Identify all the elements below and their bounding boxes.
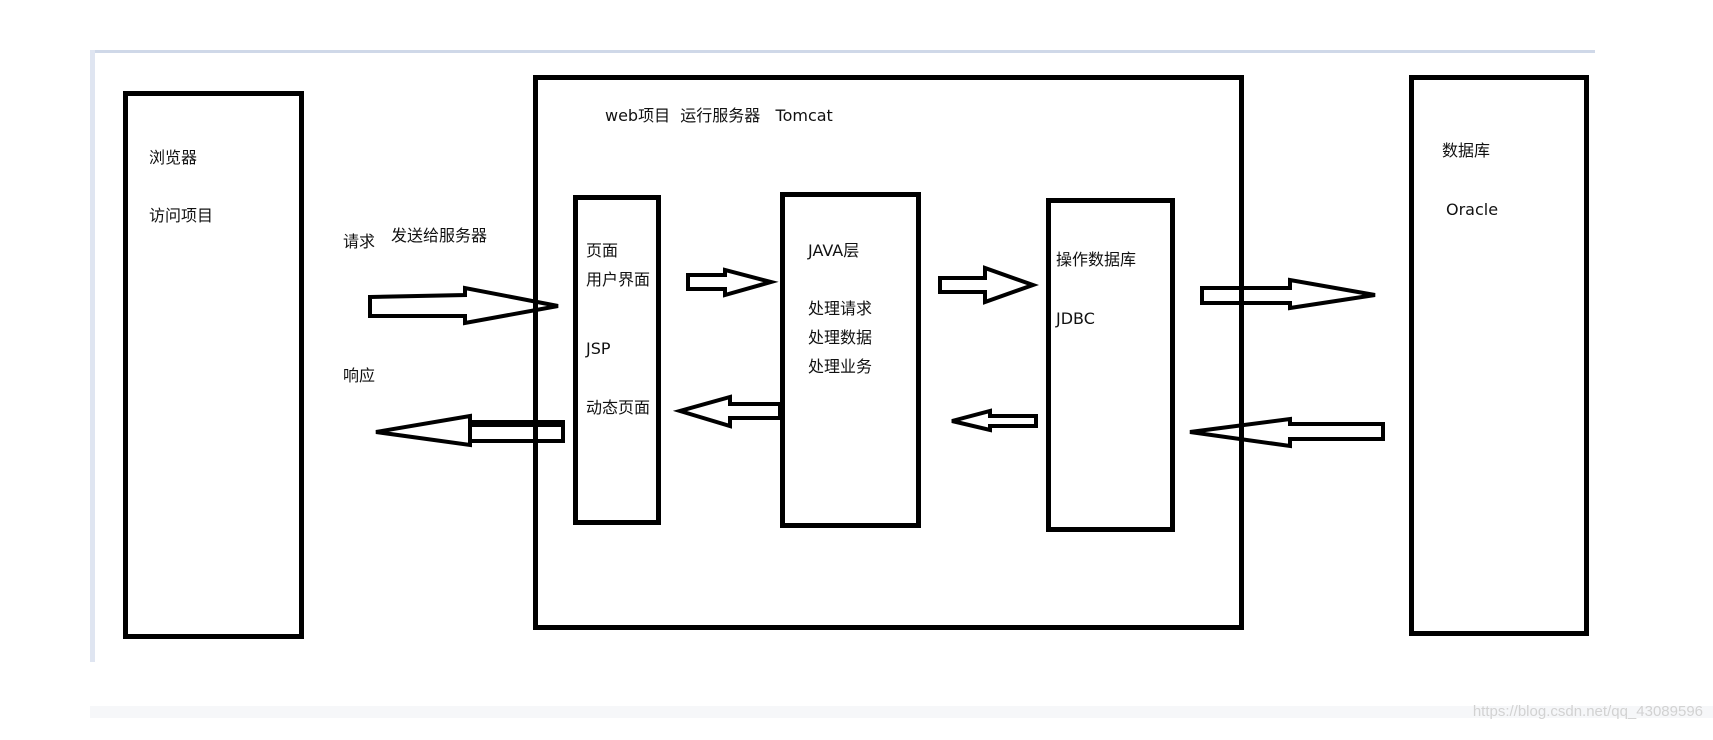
page-to-java-arrow bbox=[686, 267, 779, 298]
watermark: https://blog.csdn.net/qq_43089596 bbox=[1472, 703, 1703, 720]
left-divider bbox=[90, 50, 95, 662]
page-layer-line2: 用户界面 bbox=[586, 270, 651, 289]
database-title: 数据库 bbox=[1442, 141, 1491, 160]
java-layer-box bbox=[780, 192, 921, 528]
request-label: 请求 bbox=[343, 232, 376, 251]
browser-subtitle: 访问项目 bbox=[149, 206, 214, 225]
db-to-java-arrow bbox=[951, 408, 1038, 433]
bottom-band bbox=[90, 706, 1713, 718]
db-layer-subtitle: JDBC bbox=[1056, 309, 1095, 328]
database-subtitle: Oracle bbox=[1446, 200, 1499, 219]
page-layer-line1: 页面 bbox=[586, 241, 619, 260]
db-to-database-arrow bbox=[1200, 277, 1376, 311]
page-layer-line3: JSP bbox=[586, 339, 611, 358]
database-box bbox=[1409, 75, 1589, 636]
database-to-db-arrow bbox=[1189, 416, 1385, 449]
java-layer-line2: 处理数据 bbox=[808, 328, 873, 347]
page-layer-line4: 动态页面 bbox=[586, 398, 651, 417]
browser-title: 浏览器 bbox=[149, 148, 198, 167]
response-label: 响应 bbox=[343, 366, 376, 385]
page-layer-box bbox=[573, 195, 661, 525]
server-title: web项目 运行服务器 Tomcat bbox=[605, 106, 833, 125]
java-layer-line1: 处理请求 bbox=[808, 299, 873, 318]
java-layer-title: JAVA层 bbox=[808, 241, 860, 260]
request-sublabel: 发送给服务器 bbox=[391, 226, 488, 245]
server-box bbox=[533, 75, 1244, 630]
request-arrow bbox=[368, 285, 559, 326]
java-layer-line3: 处理业务 bbox=[808, 357, 873, 376]
top-divider bbox=[90, 50, 1595, 53]
db-layer-box bbox=[1046, 198, 1175, 532]
java-to-page-arrow bbox=[672, 394, 782, 429]
response-arrow bbox=[375, 413, 565, 448]
db-layer-title: 操作数据库 bbox=[1056, 250, 1137, 269]
browser-box bbox=[123, 91, 304, 639]
java-to-db-arrow bbox=[938, 265, 1039, 305]
